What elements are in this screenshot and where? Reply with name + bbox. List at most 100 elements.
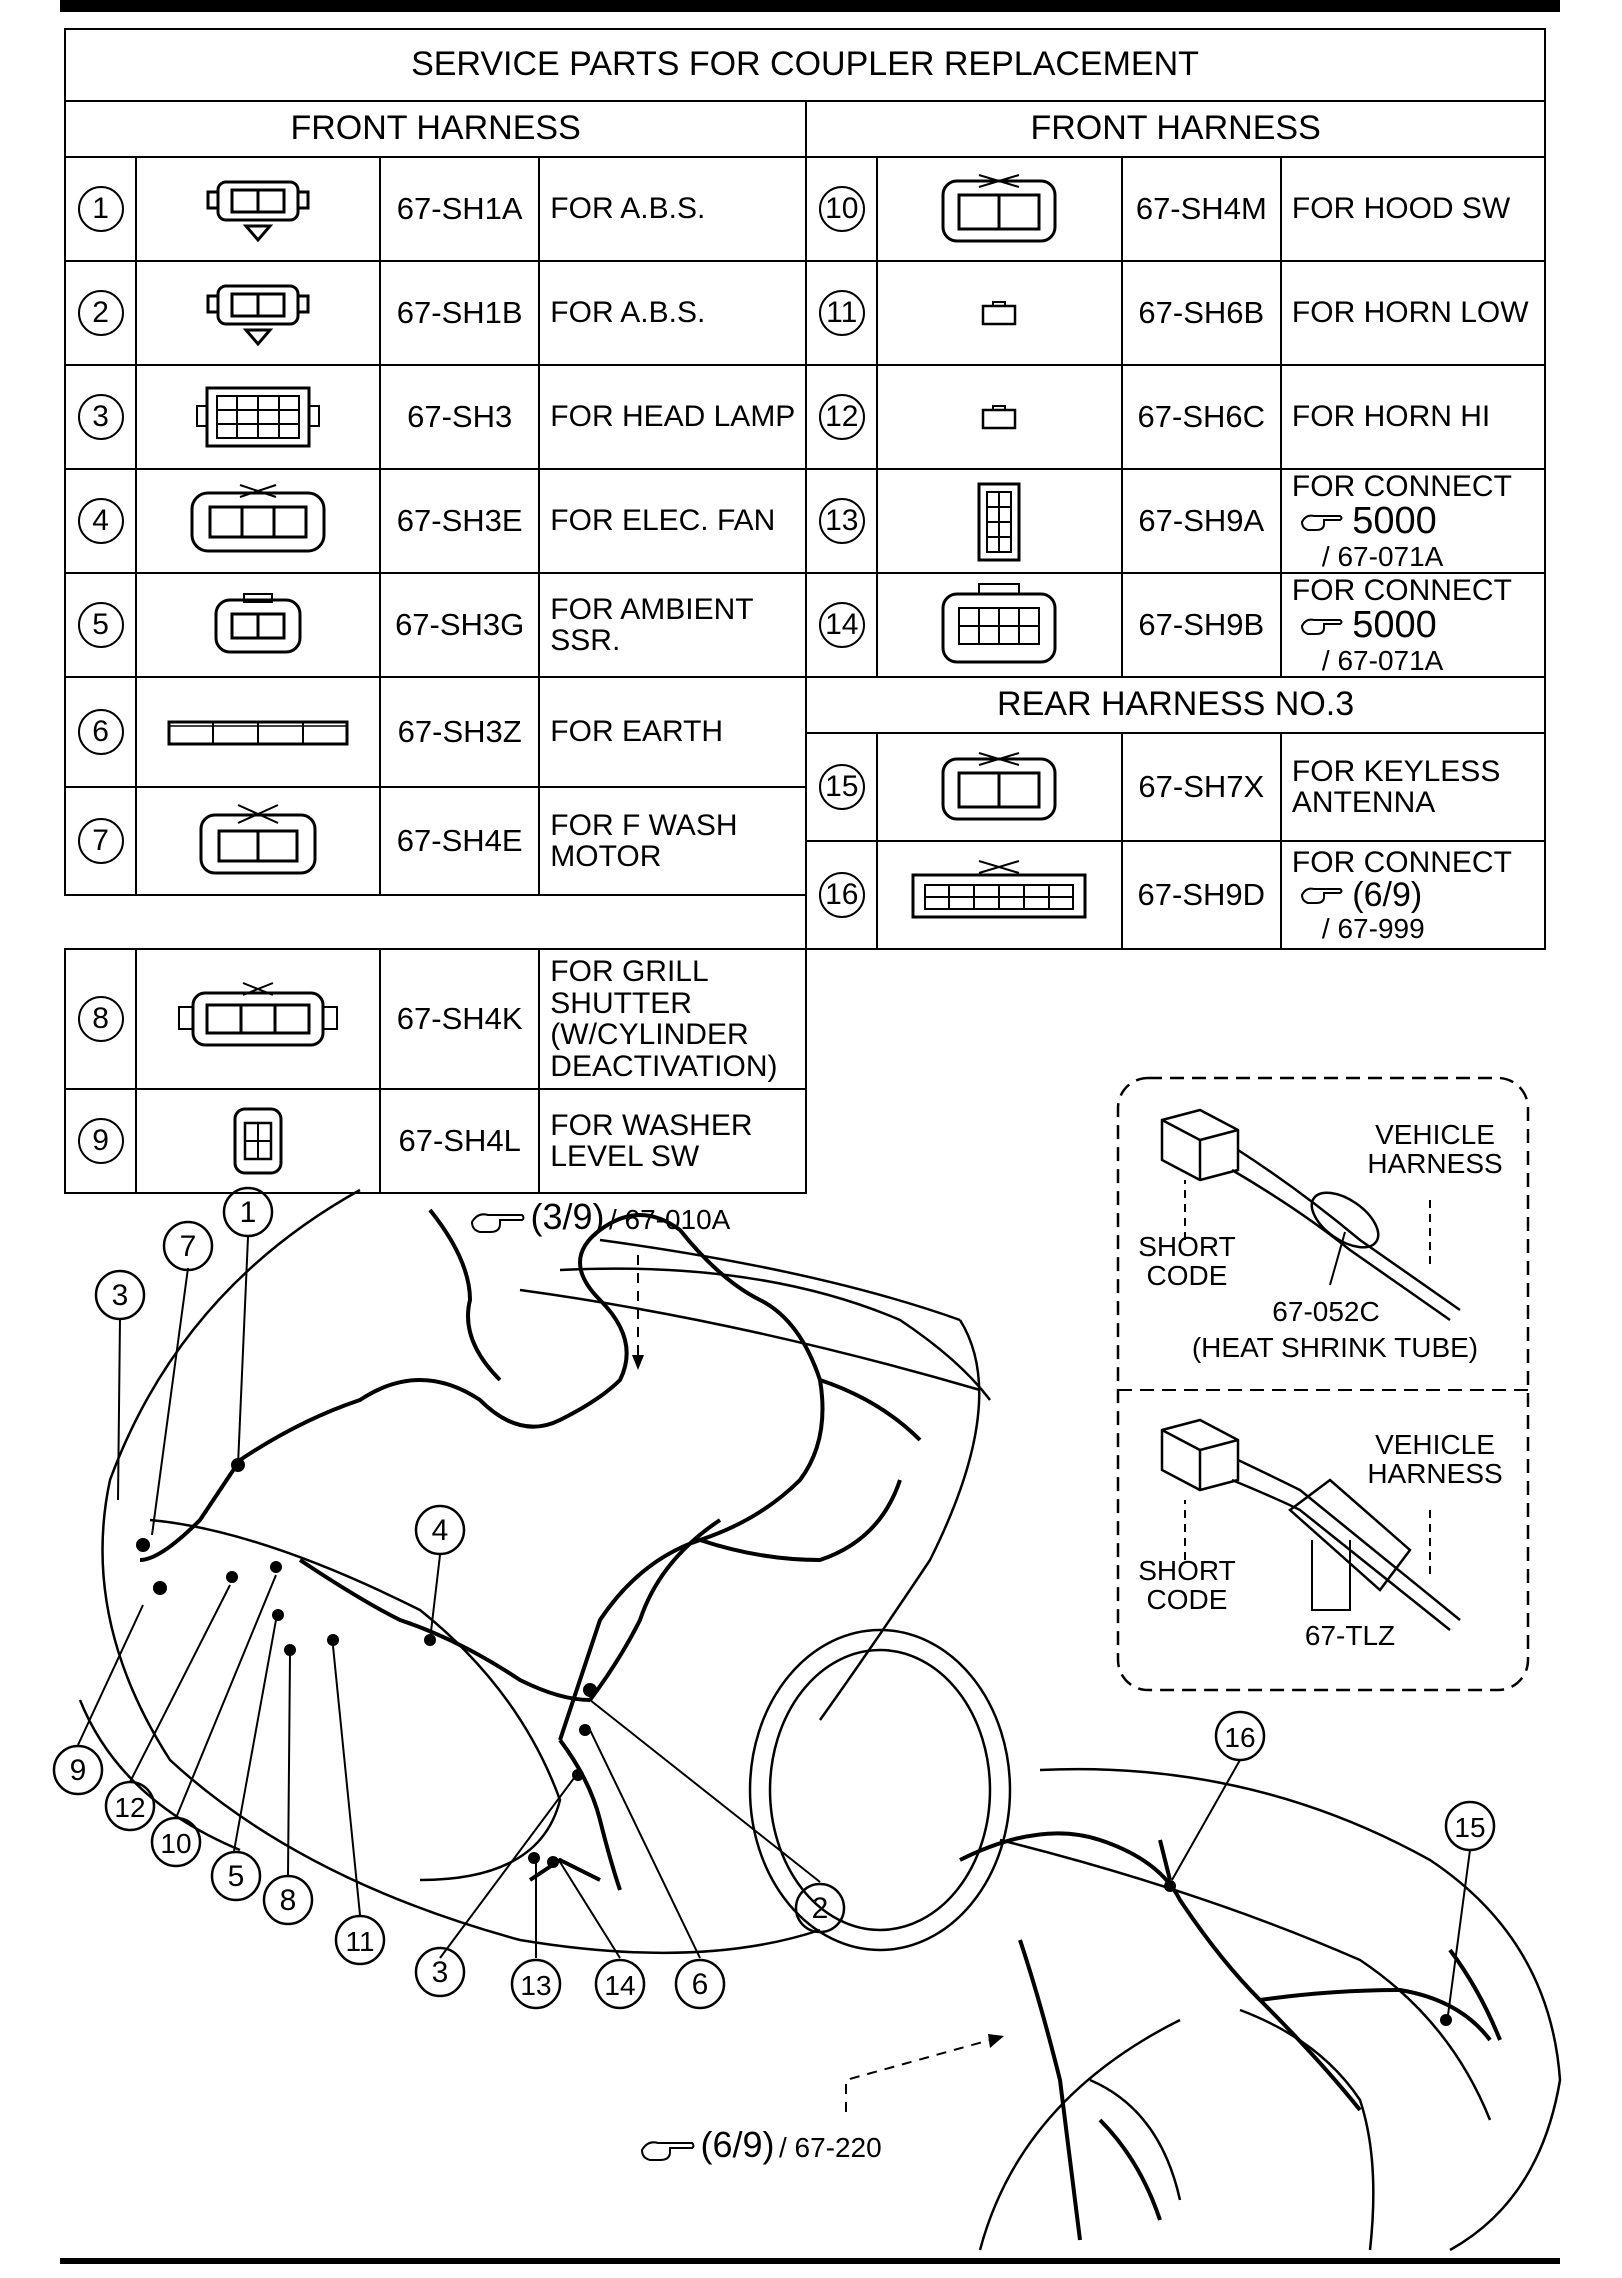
hand-pointer-icon — [470, 1208, 526, 1241]
table-row-num: 16 — [805, 840, 879, 950]
inset-bottom-short-code: SHORT CODE — [1138, 1555, 1236, 1616]
connector-icon — [135, 156, 382, 262]
part-code: 67-SH6B — [1120, 260, 1282, 366]
hand-pointer-icon — [1300, 509, 1344, 541]
part-desc: FOR AMBIENT SSR. — [538, 572, 808, 678]
callout-8: 8 — [279, 1884, 297, 1917]
callout-12: 12 — [114, 1792, 146, 1823]
part-desc: FOR WASHER LEVEL SW — [538, 1088, 808, 1194]
callout-16: 16 — [1224, 1722, 1256, 1753]
connector-icon — [876, 840, 1123, 950]
inset-top-part: 67-052C — [1272, 1296, 1380, 1327]
table-row-num: 11 — [805, 260, 879, 366]
table-row-num: 6 — [63, 676, 138, 788]
callout-5: 5 — [227, 1860, 245, 1893]
ref-page: 5000 — [1352, 500, 1437, 543]
table-row-num: 12 — [805, 364, 879, 470]
rear-ref: (6/9) / 67-220 — [640, 2124, 882, 2169]
inset-bottom-vehicle-harness: VEHICLE HARNESS — [1367, 1429, 1503, 1490]
part-code: 67-SH4E — [379, 786, 541, 896]
callout-9: 9 — [69, 1754, 87, 1787]
part-desc: FOR KEYLESS ANTENNA — [1279, 732, 1547, 842]
desc-line: FOR CONNECT — [1291, 469, 1512, 503]
table-row-num: 13 — [805, 468, 879, 574]
inset-leaders — [1311, 1231, 1351, 1611]
callout-3b: 3 — [431, 1956, 449, 1989]
connector-icon — [876, 260, 1123, 366]
table-row-num: 10 — [805, 156, 879, 262]
ref-arrow — [988, 2034, 1004, 2048]
ref-arrow — [632, 1355, 644, 1370]
connector-icon — [876, 468, 1123, 574]
part-code: 67-SH7X — [1120, 732, 1282, 842]
front-harness-header-right: FRONT HARNESS — [805, 100, 1546, 158]
part-code: 67-SH4L — [379, 1088, 541, 1194]
inset-top-note: (HEAT SHRINK TUBE) — [1191, 1332, 1479, 1363]
part-desc: FOR ELEC. FAN — [538, 468, 808, 574]
hand-pointer-icon — [640, 2136, 696, 2169]
table-row-num: 7 — [63, 786, 138, 896]
connector-icon — [876, 732, 1123, 842]
table-blank — [805, 949, 1545, 1089]
table-title: SERVICE PARTS FOR COUPLER REPLACEMENT — [64, 28, 1546, 102]
connector-icon — [135, 676, 382, 788]
part-code: 67-SH3 — [379, 364, 541, 470]
callout-3: 3 — [111, 1279, 129, 1312]
table-row-num: 15 — [805, 732, 879, 842]
part-desc: FOR HORN HI — [1279, 364, 1547, 470]
ref-dashed-lines — [637, 1255, 991, 2112]
part-desc: FOR CONNECT 5000 / 67-071A — [1279, 468, 1547, 574]
vehicle-outline — [78, 1188, 1562, 2252]
connector-icon — [135, 1088, 382, 1194]
connector-icon — [876, 572, 1123, 678]
table-row-num: 5 — [63, 572, 138, 678]
front-ref: (3/9) / 67-010A — [470, 1196, 730, 1241]
part-code: 67-SH9B — [1120, 572, 1282, 678]
part-desc: FOR GRILL SHUTTER (W/CYLINDER DEACTIVATI… — [538, 948, 808, 1090]
part-code: 67-SH3E — [379, 468, 541, 574]
table-row-num: 9 — [63, 1088, 138, 1194]
front-ref-code: / 67-010A — [608, 1204, 731, 1235]
hand-pointer-icon — [1300, 613, 1344, 645]
callout-10: 10 — [160, 1828, 192, 1859]
table-blank — [805, 1089, 1545, 1193]
table-row-num: 2 — [63, 260, 138, 366]
part-desc: FOR HORN LOW — [1279, 260, 1547, 366]
inset-top-vehicle-harness: VEHICLE HARNESS — [1367, 1119, 1503, 1180]
rear-harness-wiring — [959, 1831, 1502, 2241]
connector-icon — [135, 364, 382, 470]
part-code: 67-SH4K — [379, 948, 541, 1090]
part-desc: FOR HOOD SW — [1279, 156, 1547, 262]
part-desc: FOR HEAD LAMP — [538, 364, 808, 470]
part-desc: FOR CONNECT 5000 / 67-071A — [1279, 572, 1547, 678]
connector-points — [136, 1458, 1452, 2026]
part-code: 67-SH1A — [379, 156, 541, 262]
callout-7: 7 — [179, 1230, 197, 1263]
table-row-num: 14 — [805, 572, 879, 678]
callout-1: 1 — [239, 1196, 257, 1229]
part-desc: FOR F WASH MOTOR — [538, 786, 808, 896]
ref-code: / 67-999 — [1321, 912, 1425, 944]
callout-15: 15 — [1454, 1812, 1486, 1843]
connector-icon — [135, 786, 382, 896]
connector-icon — [135, 468, 382, 574]
desc-line: FOR CONNECT — [1291, 573, 1512, 607]
ref-page: (6/9) — [1352, 876, 1423, 915]
bottom-border — [60, 2258, 1560, 2264]
callout-14: 14 — [604, 1970, 636, 2001]
part-code: 67-SH4M — [1120, 156, 1282, 262]
parts-table: SERVICE PARTS FOR COUPLER REPLACEMENT FR… — [63, 28, 1547, 1194]
part-code: 67-SH1B — [379, 260, 541, 366]
callout-2: 2 — [811, 1892, 829, 1925]
part-code: 67-SH6C — [1120, 364, 1282, 470]
connector-icon — [135, 260, 382, 366]
ref-code: / 67-071A — [1321, 541, 1444, 572]
rear-ref-code: / 67-220 — [778, 2132, 882, 2163]
callout-6: 6 — [691, 1968, 709, 2001]
table-row-num: 4 — [63, 468, 138, 574]
inset-bottom-part: 67-TLZ — [1304, 1620, 1396, 1651]
ref-page: 5000 — [1352, 604, 1437, 647]
callout-13: 13 — [520, 1970, 552, 2001]
